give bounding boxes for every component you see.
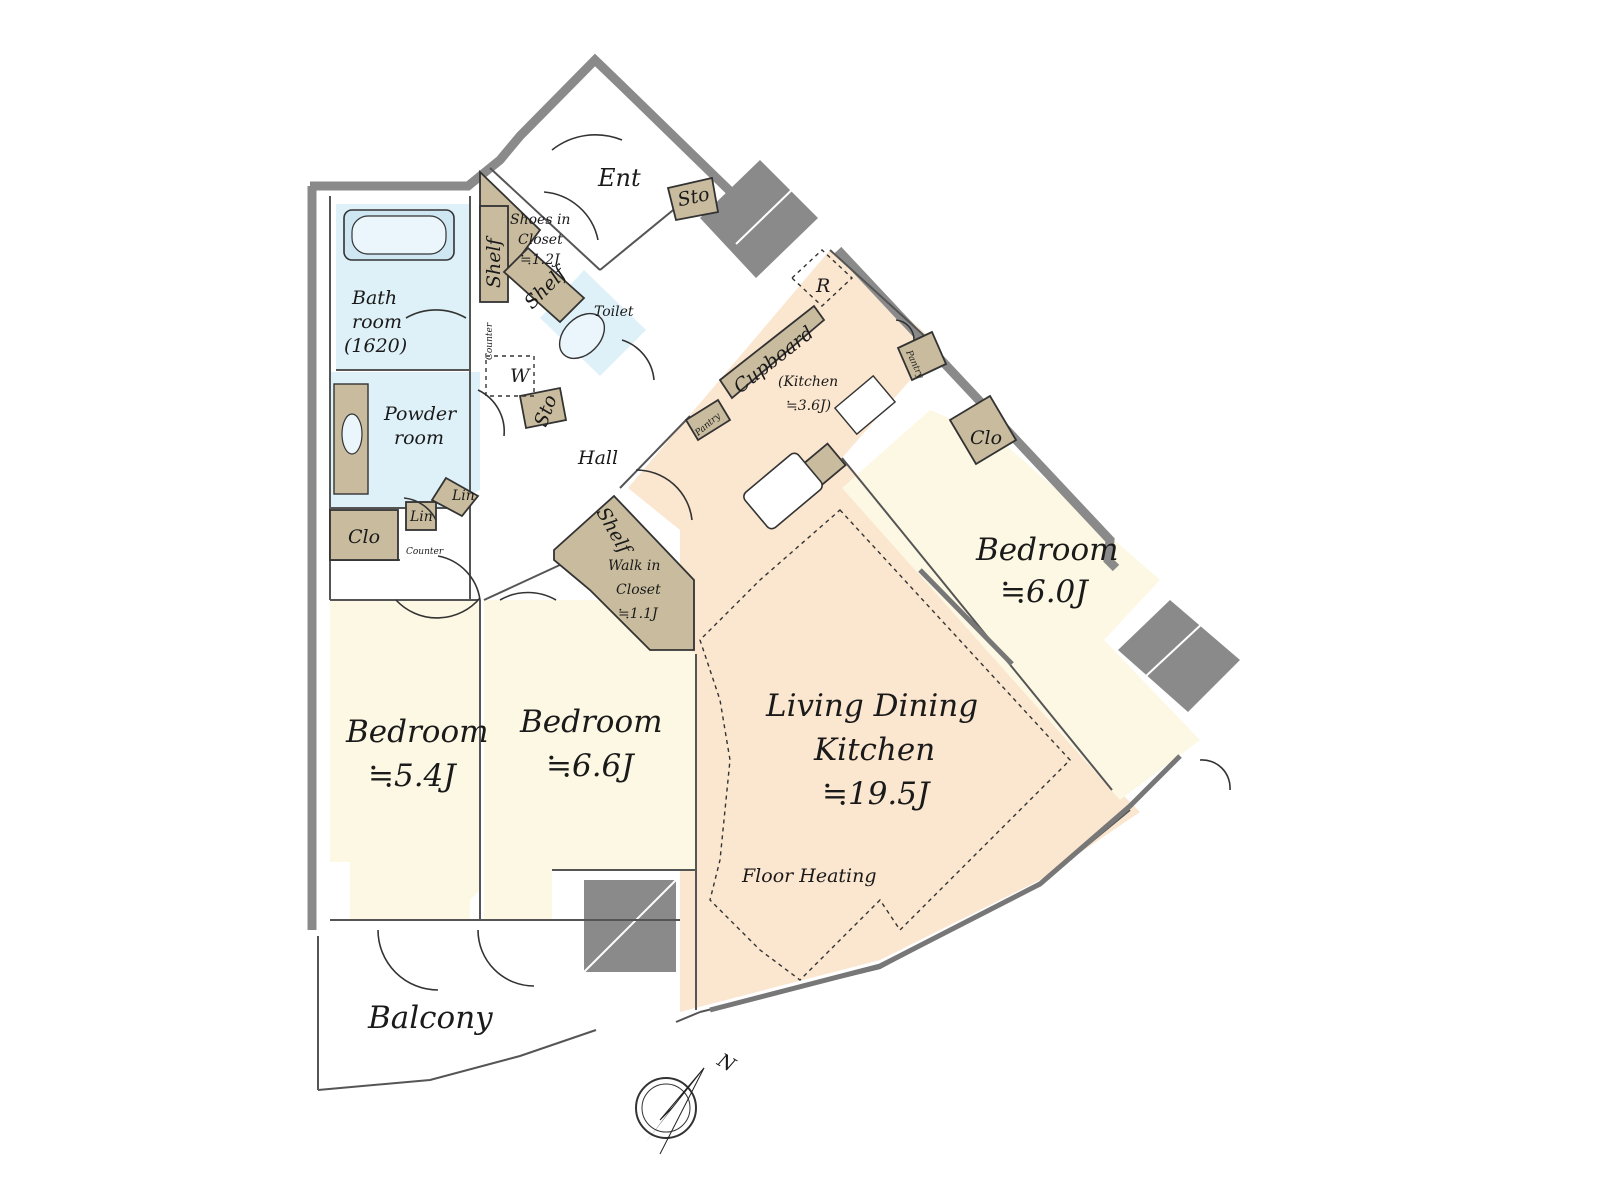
compass: N xyxy=(635,1049,740,1155)
label-entrance: Ent xyxy=(597,164,641,192)
clo-right-block xyxy=(948,394,1018,466)
refrigerator-area xyxy=(790,249,854,307)
ldk-floor xyxy=(628,250,1140,1012)
label-bath-2: room xyxy=(352,311,402,333)
label-powder-1: Powder xyxy=(383,403,458,425)
label-balcony: Balcony xyxy=(367,1000,493,1036)
label-toilet: Toilet xyxy=(594,304,634,320)
kitchen-sink xyxy=(743,452,823,530)
label-bedroom-mid-name: Bedroom xyxy=(519,704,663,740)
label-bath-1: Bath xyxy=(351,287,397,309)
washer-area xyxy=(485,355,535,397)
label-ldk-1: Living Dining xyxy=(765,688,978,724)
label-washer: W xyxy=(510,365,531,387)
toilet-bowl xyxy=(558,312,606,360)
label-walkin-1: Walk in xyxy=(608,558,660,574)
outer-wall xyxy=(310,53,739,200)
column-right xyxy=(1118,600,1240,712)
label-closet-right: Clo xyxy=(970,427,1002,449)
label-walkin-area: ≒1.1J xyxy=(618,606,659,622)
label-powder-2: room xyxy=(394,427,444,449)
lin-1-block xyxy=(405,501,437,531)
column-top xyxy=(700,160,818,278)
label-closet-left: Clo xyxy=(348,526,380,548)
column-bottom-hatch xyxy=(583,879,677,973)
label-counter-1: Counter xyxy=(485,322,495,360)
shelf-1-block xyxy=(479,205,509,303)
label-walkin-2: Closet xyxy=(616,582,661,598)
sto-hall-block xyxy=(518,386,568,430)
stove xyxy=(833,374,897,436)
doors xyxy=(377,134,1231,991)
label-bedroom-left-name: Bedroom xyxy=(345,714,489,750)
walkin-closet-block xyxy=(553,494,695,651)
bedroom-mid-floor xyxy=(484,600,696,920)
label-shoes-closet-1: Shoes in xyxy=(510,212,570,228)
label-kitchen-2: ≒3.6J) xyxy=(786,398,831,414)
lin-2-block xyxy=(430,476,480,518)
label-bath-3: (1620) xyxy=(344,335,407,357)
label-shoes-closet-2: Closet xyxy=(518,232,563,248)
label-counter-2: Counter xyxy=(406,547,444,557)
label-bedroom-left-area: ≒5.4J xyxy=(368,758,457,794)
label-ldk-area: ≒19.5J xyxy=(822,776,931,812)
label-linen-1: Lin xyxy=(409,509,433,525)
shelf-2-block xyxy=(502,246,586,324)
label-linen-2: Lin xyxy=(451,488,475,504)
window-bedroom xyxy=(918,568,1014,666)
label-ldk-2: Kitchen xyxy=(813,732,935,768)
label-bedroom-right-area: ≒6.0J xyxy=(1000,574,1089,610)
clo-left-block xyxy=(329,509,399,561)
label-shelf-1: Shelf xyxy=(483,235,505,288)
label-refrigerator: R xyxy=(815,275,830,297)
sto-entrance-block xyxy=(666,176,720,222)
floor-heating-outline xyxy=(699,509,1071,981)
label-bedroom-right-name: Bedroom xyxy=(975,532,1119,568)
bedroom-right-floor xyxy=(842,410,1200,800)
label-hall: Hall xyxy=(577,447,618,469)
column-top-hatch xyxy=(735,181,801,245)
compass-ring xyxy=(635,1077,697,1139)
window-curve xyxy=(709,754,1182,1013)
compass-north-label: N xyxy=(713,1049,740,1078)
outer-wall-right xyxy=(834,246,1120,572)
label-shoes-closet-area: ≒1.2J xyxy=(520,252,561,268)
label-floor-heating: Floor Heating xyxy=(741,865,877,887)
cupboard-block xyxy=(718,304,826,400)
pantry-2-block xyxy=(896,330,948,382)
label-bedroom-mid-area: ≒6.6J xyxy=(546,748,635,784)
bedroom-left-floor xyxy=(330,600,480,920)
label-kitchen-1: (Kitchen xyxy=(778,374,838,390)
column-right-hatch xyxy=(1145,621,1205,677)
pantry-1-block xyxy=(684,398,732,442)
